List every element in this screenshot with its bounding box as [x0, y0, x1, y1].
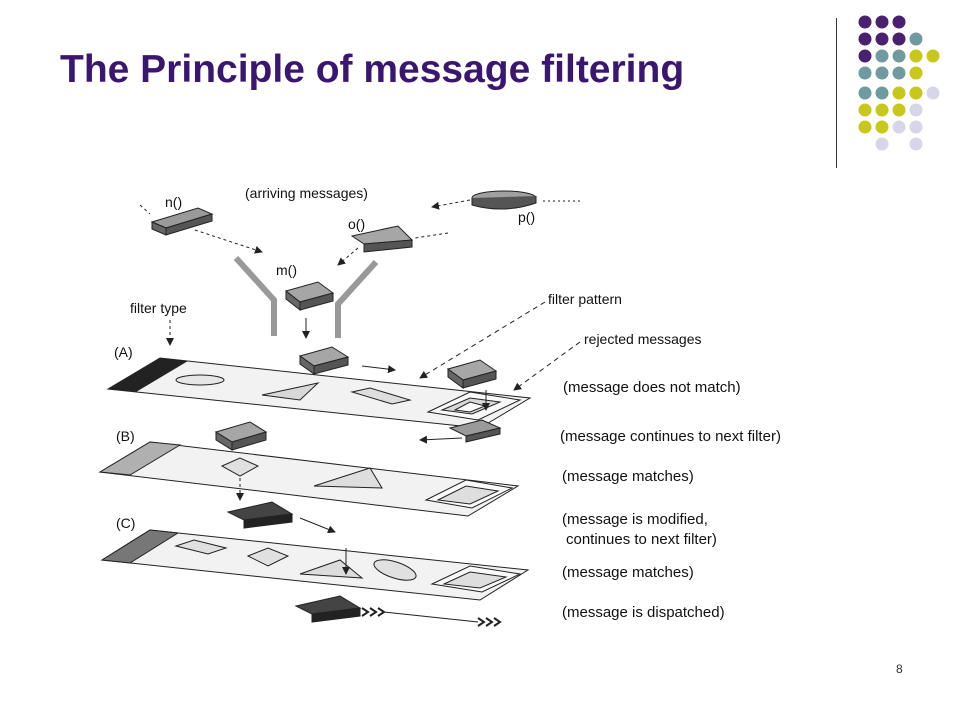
desc-a-continues: (message continues to next filter): [560, 428, 781, 445]
message-on-layer-a: [298, 346, 350, 375]
message-under-layer-a: [448, 419, 502, 443]
message-on-layer-b: [214, 421, 268, 451]
desc-b-matches: (message matches): [562, 468, 694, 485]
page-number: 8: [896, 662, 903, 676]
desc-a-no-match: (message does not match): [563, 379, 741, 396]
label-layer-c: (C): [116, 515, 135, 531]
decorative-dot-grid: [858, 15, 940, 151]
title-divider: [836, 18, 837, 168]
desc-c-matches: (message matches): [562, 564, 694, 581]
desc-c-modified-line2: continues to next filter): [566, 531, 717, 548]
filter-layer-b: [98, 441, 520, 517]
rejected-message-box: [446, 359, 498, 389]
label-rejected-messages: rejected messages: [584, 331, 702, 347]
message-m: [284, 281, 335, 312]
label-arriving-messages: (arriving messages): [245, 185, 368, 201]
message-o: [350, 225, 414, 253]
desc-c-modified-line1: (message is modified,: [562, 511, 708, 528]
message-n: [150, 207, 214, 236]
dispatch-arrow: [361, 607, 502, 627]
modified-message: [226, 501, 294, 529]
message-p: [471, 190, 537, 210]
label-layer-a: (A): [114, 344, 133, 360]
page-title: The Principle of message filtering: [60, 48, 685, 91]
filter-layer-c: [100, 529, 530, 601]
dispatched-message: [294, 595, 362, 623]
filter-layer-a: [106, 357, 532, 429]
label-msg-n: n(): [165, 194, 182, 210]
funnel: [233, 255, 379, 338]
label-layer-b: (B): [116, 428, 135, 444]
desc-c-dispatched: (message is dispatched): [562, 604, 725, 621]
label-filter-type: filter type: [130, 300, 187, 316]
label-msg-p: p(): [518, 209, 535, 225]
label-filter-pattern: filter pattern: [548, 291, 622, 307]
label-msg-m: m(): [276, 262, 297, 278]
label-msg-o: o(): [348, 216, 365, 232]
